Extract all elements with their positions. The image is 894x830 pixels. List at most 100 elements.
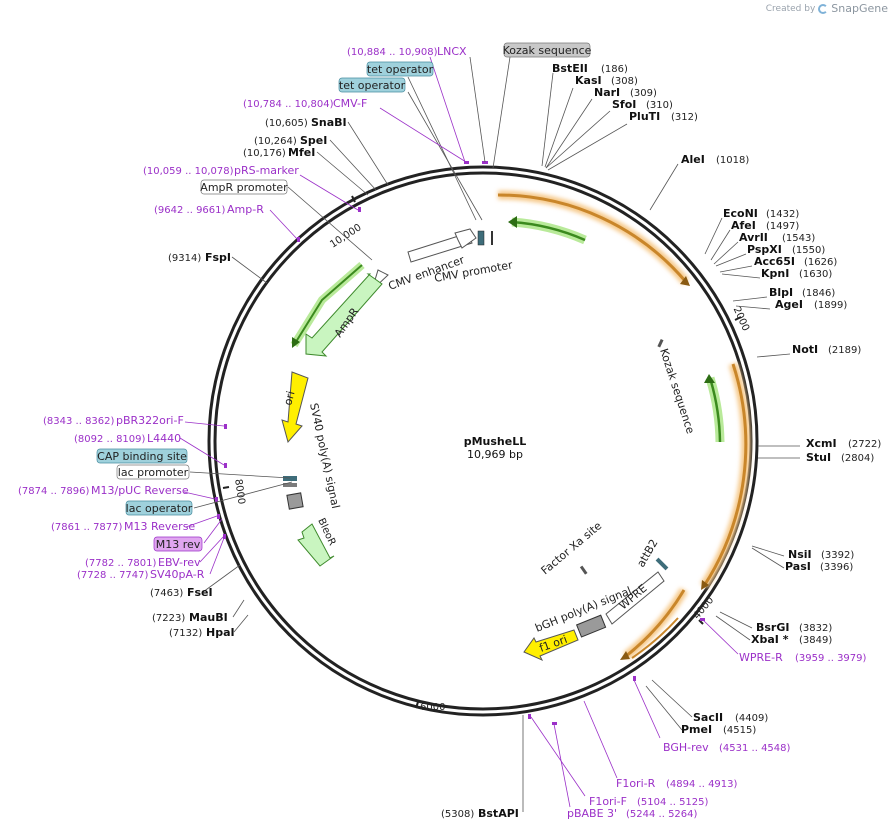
enzyme-kpni-coord: (1630) — [799, 269, 832, 280]
primer-f1orir-label[interactable]: F1ori-R — [616, 777, 656, 790]
enzyme-spei-coord: (10,264) — [254, 136, 297, 147]
primer-pbr322-label[interactable]: pBR322ori-F — [116, 414, 184, 427]
primer-f1orif-coord: (5104 .. 5125) — [637, 797, 709, 808]
tet-operator-2-box[interactable] — [338, 77, 406, 93]
primer-f1orif-label[interactable]: F1ori-F — [589, 795, 627, 808]
enzyme-bstapi-label[interactable]: BstAPI — [478, 807, 519, 820]
enzyme-fsei-coord: (7463) — [150, 588, 183, 599]
ampr-promoter-label: AmpR promoter — [200, 181, 288, 194]
enzyme-econi-coord: (1432) — [766, 209, 799, 220]
enzyme-pmei-coord: (4515) — [723, 725, 756, 736]
primer-ebv-label[interactable]: EBV-rev — [158, 556, 201, 569]
primer-lncx-coord: (10,884 .. 10,908) — [347, 47, 438, 58]
tet-operator-2-label: tet operator — [339, 79, 406, 92]
feature-ampr — [290, 261, 389, 357]
enzyme-nsii-label[interactable]: NsiI — [788, 548, 812, 561]
enzyme-xbai-coord: (3849) — [799, 635, 832, 646]
m13-rev-box[interactable] — [153, 536, 203, 552]
tick-label-4000: 4000 — [691, 595, 716, 622]
enzyme-kpni-label[interactable]: KpnI — [761, 267, 789, 280]
tet-operator-1-box[interactable] — [366, 61, 434, 77]
primer-cmvf-coord: (10,784 .. 10,804) — [243, 99, 334, 110]
feature-sv40-polya — [283, 476, 304, 510]
enzyme-nari-label[interactable]: NarI — [594, 86, 620, 99]
primer-sv40pa-label[interactable]: SV40pA-R — [150, 568, 205, 581]
enzyme-afei-label[interactable]: AfeI — [731, 219, 756, 232]
enzyme-kasi-label[interactable]: KasI — [575, 74, 602, 87]
enzyme-hpai-label[interactable]: HpaI — [206, 626, 235, 639]
enzyme-noti-coord: (2189) — [828, 345, 861, 356]
enzyme-alei-label[interactable]: AleI — [681, 153, 705, 166]
lac-operator-label: lac operator — [126, 502, 193, 515]
orange-arcs — [497, 190, 751, 660]
enzyme-blpi-label[interactable]: BlpI — [769, 286, 793, 299]
enzyme-stui-label[interactable]: StuI — [806, 451, 831, 464]
primer-sv40pa-coord: (7728 .. 7747) — [77, 570, 149, 581]
primer-m13puc-label[interactable]: M13/pUC Reverse — [91, 484, 189, 497]
enzyme-maubi-label[interactable]: MauBI — [189, 611, 228, 624]
enzyme-agei-coord: (1899) — [814, 300, 847, 311]
primer-f1orir-coord: (4894 .. 4913) — [666, 779, 738, 790]
attb2-mark — [655, 557, 669, 571]
kozak-inner-label: Kozak sequence — [657, 347, 697, 436]
enzyme-pluti-label[interactable]: PluTI — [629, 110, 660, 123]
lac-operator-box[interactable] — [125, 500, 193, 516]
plasmid-name: pMusheLL — [464, 435, 527, 448]
enzyme-snabi-coord: (10,605) — [265, 118, 308, 129]
enzyme-maubi-coord: (7223) — [152, 613, 185, 624]
enzyme-bsrgi-label[interactable]: BsrGI — [756, 621, 789, 634]
enzyme-kasi-coord: (308) — [611, 76, 638, 87]
backbone-inner — [213, 171, 753, 711]
enzyme-sacii-label[interactable]: SacII — [693, 711, 723, 724]
enzyme-pluti-coord: (312) — [671, 112, 698, 123]
enzyme-snabi-label[interactable]: SnaBI — [311, 116, 347, 129]
enzyme-nsii-coord: (3392) — [821, 550, 854, 561]
primer-pbabe-label[interactable]: pBABE 3' — [567, 807, 617, 820]
enzyme-bstapi-coord: (5308) — [441, 809, 474, 820]
primer-l4440-label[interactable]: L4440 — [147, 432, 181, 445]
primer-wprer-label[interactable]: WPRE-R — [739, 651, 783, 664]
feature-cmv-enhancer — [407, 232, 473, 263]
sv40-polya-label: SV40 poly(A) signal — [307, 402, 342, 510]
enzyme-mfei-coord: (10,176) — [243, 148, 286, 159]
enzyme-xbai-label[interactable]: XbaI * — [751, 633, 789, 646]
enzyme-agei-label[interactable]: AgeI — [775, 298, 803, 311]
enzyme-pspxi-label[interactable]: PspXI — [747, 243, 782, 256]
enzyme-sfoi-label[interactable]: SfoI — [612, 98, 636, 111]
enzyme-hpai-coord: (7132) — [169, 628, 202, 639]
feature-cmv-small-box — [477, 230, 485, 246]
kozak-box[interactable] — [503, 42, 591, 58]
primer-lncx-label[interactable]: LNCX — [437, 45, 467, 58]
lac-promoter-box[interactable] — [116, 464, 190, 480]
primer-wprer-coord: (3959 .. 3979) — [795, 653, 867, 664]
enzyme-acc65i-label[interactable]: Acc65I — [754, 255, 795, 268]
primer-cmvf-label[interactable]: CMV-F — [333, 97, 367, 110]
enzyme-bsteii-label[interactable]: BstEII — [552, 62, 588, 75]
ampr-promoter-box[interactable] — [200, 179, 288, 195]
factor-xa-label: Factor Xa site — [539, 519, 605, 577]
primer-ampr-label[interactable]: Amp-R — [227, 203, 264, 216]
primer-m13rev-label[interactable]: M13 Reverse — [124, 520, 195, 533]
enzyme-noti-label[interactable]: NotI — [792, 343, 818, 356]
enzyme-fsei-label[interactable]: FseI — [187, 586, 213, 599]
f1-ori-label: f1 ori — [538, 633, 569, 655]
enzyme-mfei-label[interactable]: MfeI — [288, 146, 315, 159]
tet-operator-1-label: tet operator — [367, 63, 434, 76]
enzyme-fspi-label[interactable]: FspI — [205, 251, 231, 264]
enzyme-pmei-label[interactable]: PmeI — [681, 723, 712, 736]
enzyme-blpi-coord: (1846) — [802, 288, 835, 299]
enzyme-avrii-label[interactable]: AvrII — [739, 231, 768, 244]
enzyme-sacii-coord: (4409) — [735, 713, 768, 724]
enzyme-xcmi-label[interactable]: XcmI — [806, 437, 837, 450]
primer-l4440-coord: (8092 .. 8109) — [74, 434, 146, 445]
feature-ori — [281, 371, 309, 444]
enzyme-pasi-label[interactable]: PasI — [785, 560, 811, 573]
cap-binding-box[interactable] — [96, 448, 188, 464]
feature-bgh-box — [575, 614, 607, 638]
tick-marks — [222, 195, 742, 709]
primer-bghrev-label[interactable]: BGH-rev — [663, 741, 709, 754]
enzyme-econi-label[interactable]: EcoNI — [723, 207, 758, 220]
enzyme-spei-label[interactable]: SpeI — [300, 134, 327, 147]
primer-prs-label[interactable]: pRS-marker — [234, 164, 299, 177]
